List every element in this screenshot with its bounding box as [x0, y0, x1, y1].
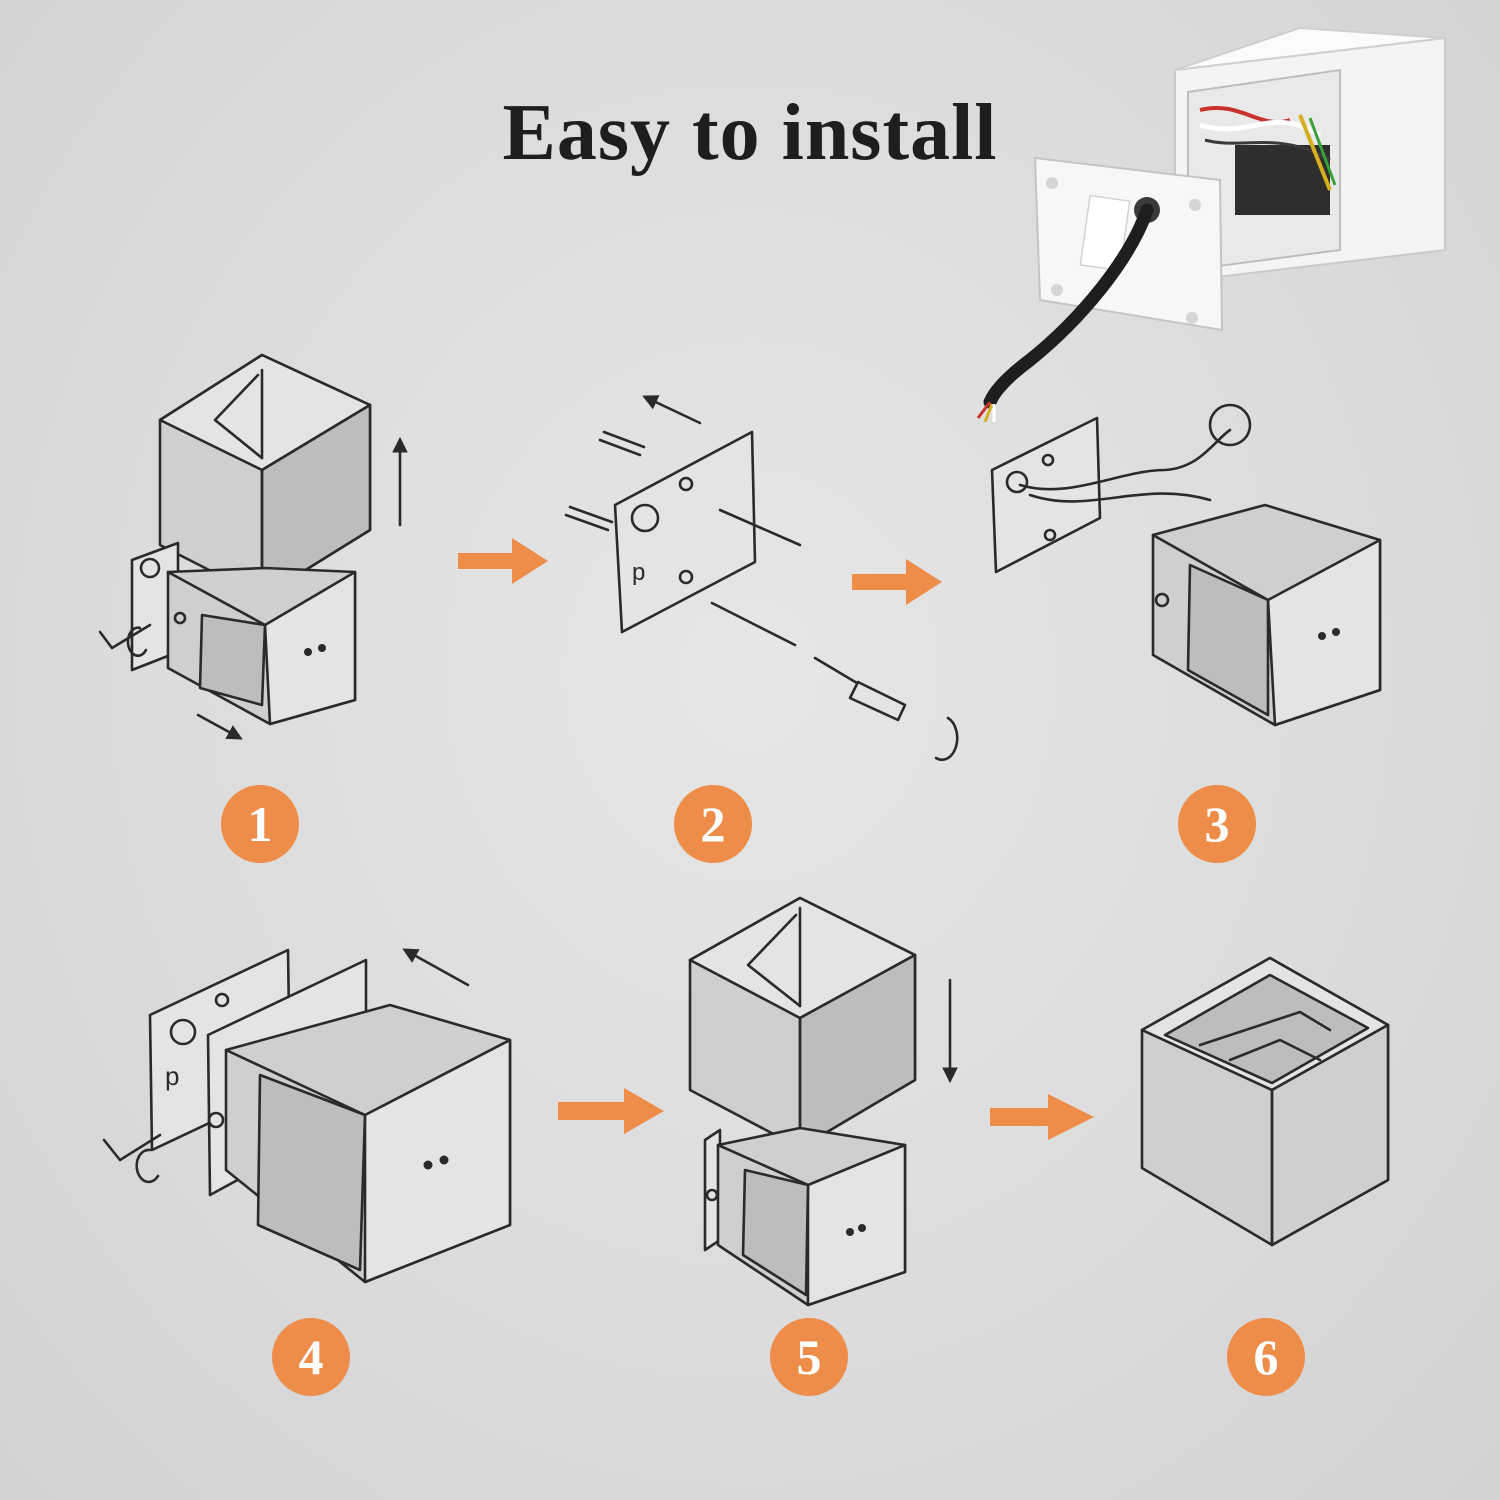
step-5-badge: 5: [770, 1318, 848, 1396]
step-2-badge: 2: [674, 785, 752, 863]
step-1-badge: 1: [221, 785, 299, 863]
arrow-step-4-to-5: [558, 1088, 664, 1134]
step-6-diagram: [1140, 956, 1390, 1247]
step-4-diagram: p: [102, 948, 512, 1284]
step-3-badge: 3: [1178, 785, 1256, 863]
step-6-badge: 6: [1227, 1318, 1305, 1396]
product-photo: [976, 26, 1446, 423]
step-5-diagram: [688, 896, 958, 1307]
step-2-diagram: p: [564, 395, 959, 762]
step-1-diagram: [98, 353, 408, 740]
arrow-step-1-to-2: [458, 538, 548, 584]
page-title: Easy to install: [502, 89, 998, 177]
step-3-diagram: [990, 403, 1382, 727]
arrow-step-2-to-3: [852, 559, 942, 605]
svg-text:p: p: [165, 1061, 179, 1091]
arrow-step-5-to-6: [990, 1094, 1094, 1140]
step-4-badge: 4: [272, 1318, 350, 1396]
svg-text:p: p: [632, 559, 645, 586]
